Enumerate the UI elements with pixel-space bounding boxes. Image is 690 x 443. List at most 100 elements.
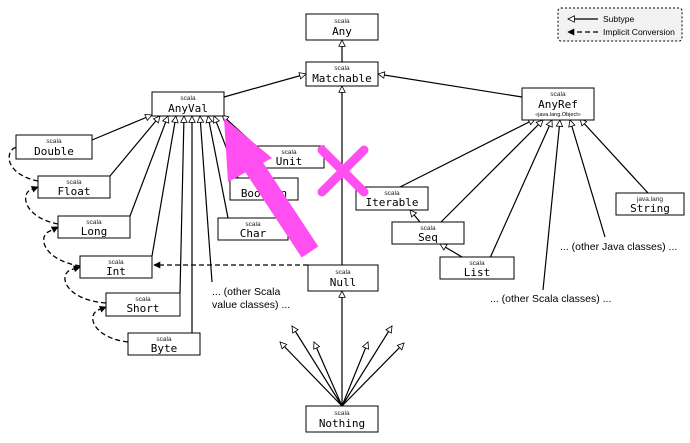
node-float: scala Float [37, 175, 111, 199]
edge-seq-iterable [410, 210, 421, 223]
node-iterable-box [355, 186, 429, 211]
node-double-box [15, 134, 93, 160]
node-null-package: scala [335, 269, 351, 276]
legend-box [557, 7, 683, 42]
node-short-name: Short [126, 302, 159, 315]
edge-int-anyval [151, 116, 176, 257]
notes: ... (other Scala value classes) ... ... … [212, 241, 677, 311]
conv-byte-short [92, 305, 129, 343]
node-anyref-subtitle: «java.lang.Object» [535, 112, 581, 118]
legend: Subtype Implicit Conversion [557, 7, 683, 42]
node-anyval-box [151, 91, 225, 117]
node-matchable: scala Matchable [305, 61, 379, 87]
edge-otherscala-anyref [542, 120, 560, 291]
node-nothing-name: Nothing [319, 417, 365, 430]
edge-string-anyref [580, 119, 649, 194]
node-seq-package: scala [420, 225, 436, 232]
node-anyref-package: scala [550, 91, 566, 98]
node-long-box [57, 215, 131, 239]
node-double: scala Double [15, 134, 93, 160]
node-seq: scala Seq [391, 221, 465, 245]
node-seq-box [391, 221, 465, 245]
node-nothing-package: scala [334, 410, 350, 417]
node-float-name: Float [57, 185, 90, 198]
node-float-box [37, 175, 111, 199]
edge-nothing-fan-5 [341, 326, 393, 407]
edge-float-anyval [109, 116, 160, 177]
edge-list-seq [440, 243, 463, 258]
edge-nothing-fan-3 [314, 342, 343, 407]
edge-nothing-fan-4 [341, 342, 368, 407]
note-other-scala-classes: ... (other Scala classes) ... [490, 293, 611, 305]
node-any-package: scala [334, 18, 350, 25]
node-nothing: scala Nothing [305, 405, 379, 433]
node-short: scala Short [105, 292, 181, 317]
node-matchable-package: scala [334, 65, 350, 72]
node-long-package: scala [86, 219, 102, 226]
edge-list-anyref [489, 120, 552, 259]
node-int-package: scala [108, 259, 124, 266]
node-int: scala Int [79, 255, 153, 279]
magenta-arrow-head [224, 118, 272, 182]
node-iterable-name: Iterable [366, 196, 419, 209]
node-null-box [307, 264, 379, 292]
node-int-box [79, 255, 153, 279]
legend-implicit-label: Implicit Conversion [603, 27, 675, 37]
node-double-package: scala [46, 138, 62, 145]
conv-float-double [8, 143, 39, 182]
node-anyval-name: AnyVal [168, 102, 208, 115]
note-other-scala-value-line1: ... (other Scala [212, 286, 280, 298]
node-byte-box [127, 332, 201, 356]
node-any-box [305, 13, 379, 41]
node-short-package: scala [135, 296, 151, 303]
node-double-name: Double [34, 145, 74, 158]
node-byte-name: Byte [151, 342, 178, 355]
edge-nothing-fan-6 [341, 343, 404, 407]
conv-long-float [25, 185, 59, 225]
node-long: scala Long [57, 215, 131, 239]
edge-nothing-fan-1 [280, 342, 343, 407]
edge-anyval-matchable [223, 74, 306, 98]
node-long-name: Long [81, 225, 108, 238]
node-string-name: String [630, 202, 670, 215]
node-char: scala Char [217, 217, 289, 241]
note-other-java-classes: ... (other Java classes) ... [560, 241, 677, 253]
node-unit-package: scala [281, 149, 297, 156]
node-int-name: Int [106, 265, 126, 278]
edge-others-anyval [200, 116, 213, 283]
legend-subtype-label: Subtype [603, 14, 634, 24]
node-short-box [105, 292, 181, 317]
node-byte-package: scala [156, 336, 172, 343]
node-anyref-name: AnyRef [538, 98, 578, 111]
node-byte: scala Byte [127, 332, 201, 356]
node-seq-name: Seq [418, 231, 438, 244]
conv-short-int [64, 265, 107, 304]
subtype-edges [91, 40, 649, 407]
note-other-scala-value-line2: value classes) ... [212, 299, 290, 311]
node-anyval-package: scala [180, 95, 196, 102]
implicit-conversion-edges [8, 143, 308, 343]
node-string-package: java.lang [636, 196, 663, 203]
edge-iterable-anyref [399, 118, 535, 188]
edge-char-anyval [208, 116, 229, 219]
node-matchable-name: Matchable [312, 72, 372, 85]
node-unit-name: Unit [276, 155, 303, 168]
node-anyref: scala AnyRef «java.lang.Object» [521, 87, 595, 121]
node-matchable-box [305, 61, 379, 87]
node-any: scala Any [305, 13, 379, 41]
magenta-cross-stroke-2 [317, 145, 369, 197]
magenta-arrow-shaft [235, 146, 319, 258]
node-float-package: scala [66, 179, 82, 186]
edge-otherjava-anyref [570, 120, 606, 238]
edge-double-anyval [91, 115, 152, 141]
node-iterable: scala Iterable [355, 186, 429, 211]
node-list-box [439, 256, 515, 280]
node-list-package: scala [469, 260, 485, 267]
node-null: scala Null [307, 264, 379, 292]
node-string: java.lang String [615, 192, 685, 216]
node-char-package: scala [245, 221, 261, 228]
edge-nothing-fan-2 [291, 326, 343, 407]
edge-seq-anyref [439, 120, 543, 224]
edge-short-anyval [179, 116, 184, 294]
